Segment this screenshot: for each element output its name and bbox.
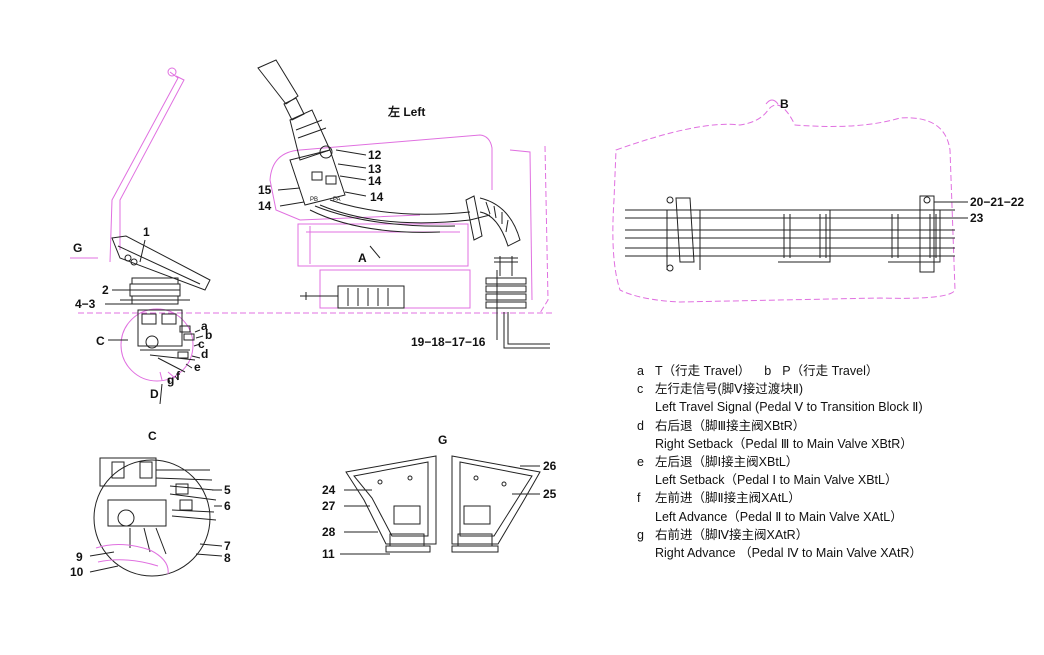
legend-sub-c: Left Travel Signal (Pedal Ⅴ to Transitio… <box>655 400 923 415</box>
detail-c <box>89 457 223 577</box>
label-1: 1 <box>143 225 150 239</box>
labels: 左 Left 1 2 4−3 C D G a b c d e f g 12 13… <box>70 97 1024 579</box>
label-e: e <box>194 360 201 374</box>
legend-text-f: 左前进（脚Ⅱ接主阀XAtL） <box>655 491 801 506</box>
label-15: 15 <box>258 183 272 197</box>
port-pb: PB <box>310 197 318 203</box>
label-d: D <box>150 387 159 401</box>
legend-key-c: c <box>637 382 644 397</box>
legend-key-g: g <box>637 527 644 542</box>
legend-row-g: g 右前进（脚Ⅳ接主阀XAtR） <box>637 526 1037 544</box>
label-2: 2 <box>102 283 109 297</box>
label-23: 23 <box>970 211 984 225</box>
legend-sub-g: Right Advance （Pedal Ⅳ to Main Valve XAt… <box>655 546 922 561</box>
cabin-view <box>257 59 550 349</box>
port-pa: PA <box>333 197 341 203</box>
label-a: a <box>201 319 208 333</box>
legend-sub-f: Left Advance（Pedal Ⅱ to Main Valve XAtL） <box>655 509 903 524</box>
legend-text-b: P（行走 Travel） <box>782 364 879 378</box>
label-6: 6 <box>224 499 231 513</box>
label-9: 9 <box>76 550 83 564</box>
legend-text-d: 右后退（脚Ⅲ接主阀XBtR） <box>655 418 806 433</box>
label-13: 13 <box>368 162 382 176</box>
label-a-view: A <box>358 251 367 265</box>
legend-key-b: b <box>764 364 772 378</box>
label-b-view: B <box>780 97 789 111</box>
label-14-a: 14 <box>368 174 382 188</box>
legend: a T（行走 Travel） b P（行走 Travel） c 左行走信号(脚Ⅴ接过渡… <box>637 362 1037 562</box>
label-5: 5 <box>224 483 231 497</box>
label-c: C <box>96 334 105 348</box>
detail-g-title: G <box>438 433 447 447</box>
legend-row-ab: a T（行走 Travel） b P（行走 Travel） <box>637 362 1037 380</box>
legend-key-d: d <box>637 418 644 433</box>
label-small-g: g <box>167 373 174 387</box>
label-14-b: 14 <box>370 190 384 204</box>
legend-row-f: f 左前进（脚Ⅱ接主阀XAtL） <box>637 489 1037 507</box>
label-25: 25 <box>543 487 557 501</box>
label-8: 8 <box>224 551 231 565</box>
label-10: 10 <box>70 565 84 579</box>
top-title: 左 Left <box>387 104 425 119</box>
legend-row-d: d 右后退（脚Ⅲ接主阀XBtR） <box>637 417 1037 435</box>
legend-text-a: T（行走 Travel） <box>655 364 751 378</box>
pedal-assembly <box>70 67 555 405</box>
label-g: G <box>73 241 82 255</box>
label-4-3: 4−3 <box>75 297 96 311</box>
label-12: 12 <box>368 148 382 162</box>
legend-text-e: 左后退（脚Ⅰ接主阀XBtL） <box>655 455 799 470</box>
label-20-21-22: 20−21−22 <box>970 195 1024 209</box>
detail-g <box>340 455 541 555</box>
legend-key-f: f <box>637 491 641 506</box>
detail-c-title: C <box>148 429 157 443</box>
label-7: 7 <box>224 539 231 553</box>
legend-row-e: e 左后退（脚Ⅰ接主阀XBtL） <box>637 453 1037 471</box>
legend-row-c: c 左行走信号(脚Ⅴ接过渡块Ⅱ) <box>637 380 1037 398</box>
legend-text-g: 右前进（脚Ⅳ接主阀XAtR） <box>655 527 809 542</box>
label-11: 11 <box>322 547 335 561</box>
track-view <box>612 99 968 303</box>
label-28: 28 <box>322 525 336 539</box>
label-27: 27 <box>322 499 336 513</box>
label-b: b <box>205 328 212 342</box>
label-small-d: d <box>201 347 208 361</box>
legend-sub-e: Left Setback（Pedal Ⅰ to Main Valve XBtL） <box>655 473 898 488</box>
label-26: 26 <box>543 459 557 473</box>
legend-sub-d: Right Setback（Pedal Ⅲ to Main Valve XBtR… <box>655 436 913 451</box>
legend-key-a: a <box>637 364 644 378</box>
label-24: 24 <box>322 483 336 497</box>
label-14-c: 14 <box>258 199 272 213</box>
label-19-18-17-16: 19−18−17−16 <box>411 335 486 349</box>
legend-text-c: 左行走信号(脚Ⅴ接过渡块Ⅱ) <box>655 382 804 397</box>
legend-key-e: e <box>637 455 644 470</box>
label-f: f <box>176 369 181 383</box>
label-small-c: c <box>198 337 205 351</box>
